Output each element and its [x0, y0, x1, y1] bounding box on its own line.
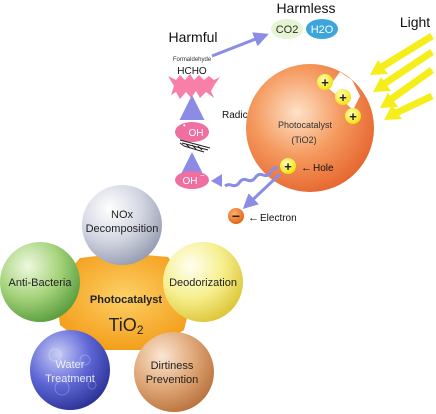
wavy-arrow-head	[211, 174, 222, 187]
app-anti-bacteria-label: Anti-Bacteria	[9, 277, 73, 289]
h2o-label: H2O	[311, 24, 334, 36]
co2-label: CO2	[276, 24, 299, 36]
light-label: Light	[400, 14, 430, 30]
app-deodorization: Deodorization	[163, 242, 243, 322]
light-arrows	[370, 33, 435, 120]
app-nox-decomposition: NOx Decomposition	[82, 185, 162, 265]
app-nox-line2: Decomposition	[86, 223, 159, 235]
radical-bristles	[179, 139, 211, 153]
hcho-label: HCHO	[177, 66, 207, 77]
photocatalyst-label: Photocatalyst	[278, 120, 333, 130]
hub-formula: TiO2	[108, 315, 143, 337]
arrow-to-harmless	[211, 32, 269, 58]
h2o-bubble	[306, 19, 338, 39]
harmless-label: Harmless	[276, 0, 335, 16]
formaldehyde-label: Formaldehyde	[173, 57, 212, 63]
app-water-line2: Treatment	[45, 373, 95, 385]
hub-title: Photocatalyst	[90, 294, 162, 306]
oh-radical-label: OH	[189, 128, 204, 139]
tio2-label: (TiO2)	[291, 135, 316, 145]
svg-text:+: +	[339, 90, 347, 105]
svg-text:+: +	[284, 159, 292, 174]
radical-label: Radical	[222, 110, 255, 121]
app-water-line1: Water	[56, 359, 85, 371]
app-anti-bacteria: Anti-Bacteria	[0, 242, 80, 322]
harmful-label: Harmful	[168, 29, 217, 45]
hole-label: Hole	[313, 163, 334, 174]
svg-text:−: −	[232, 208, 240, 224]
svg-text:+: +	[349, 109, 357, 124]
app-dirtiness-line1: Dirtiness	[151, 360, 194, 372]
app-dirtiness-line2: Prevention	[146, 374, 199, 386]
oh-ion-label: OH	[183, 176, 198, 187]
app-deodorization-label: Deodorization	[169, 277, 237, 289]
hcho-burst	[168, 74, 220, 99]
app-dirtiness-prevention: Dirtiness Prevention	[134, 332, 214, 412]
oh-radical-bubble	[175, 122, 209, 142]
arrow-to-electron	[242, 172, 282, 210]
oh-radical-dot: •	[183, 121, 186, 130]
app-nox-line1: NOx	[111, 209, 134, 221]
electron-arrow: ←	[248, 212, 259, 224]
electron-minus: −	[228, 208, 244, 224]
hole-plus-3: +	[345, 108, 361, 124]
hole-plus-2: +	[335, 89, 351, 105]
oh-ion-charge: −	[200, 171, 205, 180]
electron-label: Electron	[260, 213, 297, 224]
photocatalyst-hub	[55, 253, 194, 350]
hole-arrow: ←	[301, 162, 312, 174]
wavy-arrow-hole-to-ion	[224, 166, 279, 188]
hole-plus-1: +	[317, 74, 333, 90]
oh-ion-bubble	[175, 171, 209, 189]
svg-text:+: +	[321, 75, 329, 90]
app-water-treatment: Water Treatment	[30, 330, 110, 410]
hole-plus-main: +	[280, 158, 296, 174]
co2-bubble	[271, 19, 303, 39]
